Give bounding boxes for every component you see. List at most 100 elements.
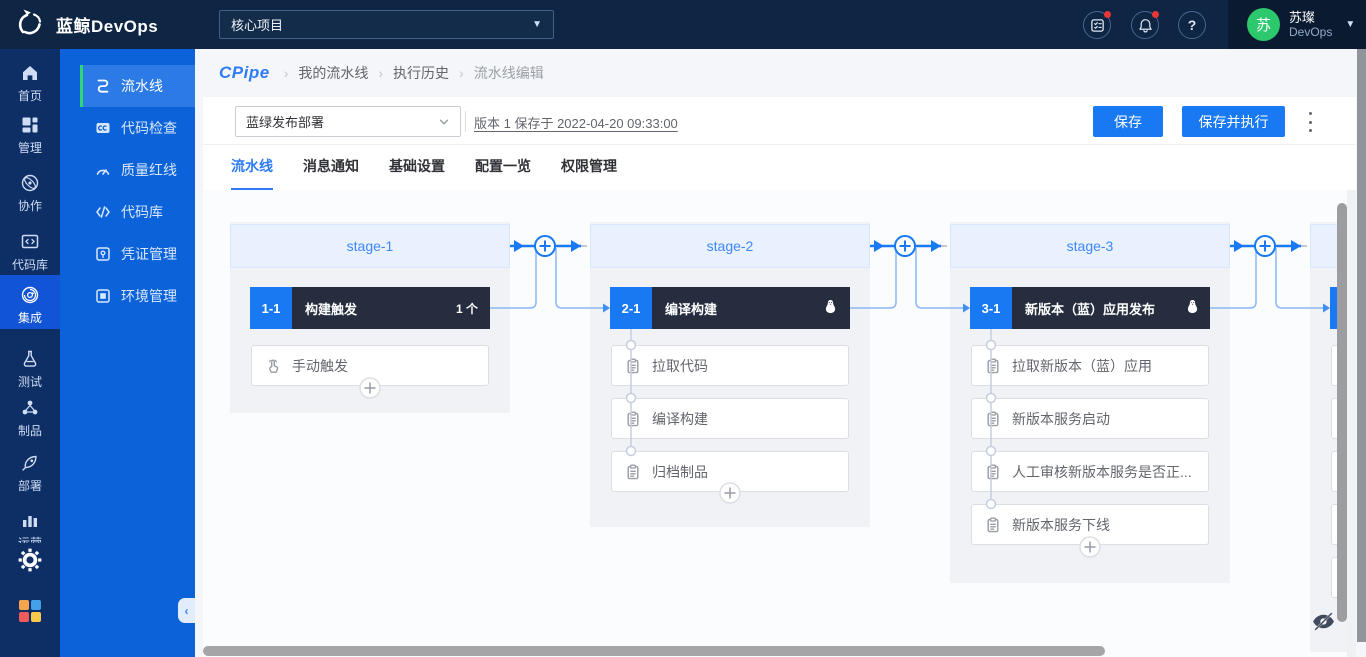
user-name: 苏璨 [1289,10,1316,25]
save-and-run-button[interactable]: 保存并执行 [1182,106,1285,137]
grid-icon [22,117,38,133]
top-bar: 蓝鲸DevOps 核心项目 ▼ ? 苏 苏璨 DevOps ▼ [0,0,1366,49]
help-button[interactable]: ? [1178,11,1206,39]
breadcrumb-separator: › [378,65,384,81]
tasks-notice-button[interactable] [1083,11,1111,39]
nav-artifact[interactable]: 制品 [0,398,60,439]
bell-icon [1138,18,1152,32]
sidebar-item-pipeline[interactable]: 流水线 [80,65,195,107]
clipboard-icon [985,411,1001,427]
canvas-vertical-scrollbar[interactable] [1337,203,1347,622]
linux-icon [823,299,838,317]
toggle-visibility-button[interactable] [1311,609,1336,634]
avatar: 苏 [1247,8,1280,41]
code-window-icon [21,234,39,249]
breadcrumb-item-history[interactable]: 执行历史 [393,65,450,81]
code-brackets-icon [96,206,110,218]
job-badge: 1-1 [250,287,292,329]
canvas-horizontal-scrollbar[interactable] [203,646,1105,656]
breadcrumb-item-pipelines[interactable]: 我的流水线 [298,65,369,81]
sidebar-item-credentials[interactable]: 凭证管理 [60,233,195,275]
whale-logo-icon [14,7,48,42]
stage-header[interactable]: stage-3 [950,224,1230,268]
plugin-card[interactable]: 手动触发 [251,345,489,386]
page-vertical-scrollbar[interactable] [1357,49,1366,642]
job-bar[interactable]: 3-1 新版本（蓝）应用发布 [970,287,1210,329]
rocket-icon [22,455,37,471]
project-selector-value: 核心项目 [231,18,284,33]
divider [465,111,466,132]
stage-header[interactable]: stage-2 [590,224,870,268]
clipboard-icon [625,464,641,480]
tab-config-overview[interactable]: 配置一览 [475,158,531,174]
plugin-card[interactable]: 人工审核新版本服务是否正... [971,451,1209,492]
integration-icon [21,286,39,304]
nav-deploy[interactable]: 部署 [0,453,60,494]
chevron-left-icon: ‹ [184,603,189,618]
stage-container: stage-2 2-1 编译构建 拉取代码 编译构建 归档制品 [590,222,870,527]
clipboard-icon [625,411,641,427]
question-icon: ? [1187,17,1197,33]
tab-bar: 流水线 消息通知 基础设置 配置一览 权限管理 [203,145,1356,190]
breadcrumb-item-edit: 流水线编辑 [473,65,544,81]
tab-notifications[interactable]: 消息通知 [303,158,359,174]
brand[interactable]: 蓝鲸DevOps [14,0,158,49]
nodes-icon [22,400,38,415]
nav-test[interactable]: 测试 [0,349,60,390]
cpipe-logo[interactable]: CPipe [219,63,270,82]
job-name: 新版本（蓝）应用发布 [1025,301,1156,317]
save-button[interactable]: 保存 [1093,106,1163,137]
job-count: 1 个 [455,301,478,316]
more-actions-button[interactable] [1302,110,1318,134]
job-bar[interactable]: 2-1 编译构建 [610,287,850,329]
sidebar-collapse-button[interactable]: ‹ [178,598,195,623]
nav-manage[interactable]: 管理 [0,115,60,156]
gauge-icon [96,169,110,175]
stage-header[interactable]: stage-1 [230,224,510,268]
tab-basic-settings[interactable]: 基础设置 [389,158,445,174]
app-market[interactable] [0,600,60,622]
sidebar-item-code-check[interactable]: 代码检查 [60,107,195,149]
canvas-scrollbar-track [1347,190,1356,657]
credential-icon [96,247,110,261]
pipeline-select[interactable]: 蓝绿发布部署 [235,106,461,137]
breadcrumb-separator: › [283,65,289,81]
nav-integration[interactable]: 集成 [0,275,60,329]
plugin-card[interactable]: 归档制品 [611,451,849,492]
sidebar-item-quality-gate[interactable]: 质量红线 [60,149,195,191]
breadcrumb: CPipe › 我的流水线 › 执行历史 › 流水线编辑 [195,49,1366,97]
nav-repo[interactable]: 代码库 [0,232,60,273]
notifications-button[interactable] [1131,11,1159,39]
sidebar-item-environment[interactable]: 环境管理 [60,275,195,317]
plugin-card[interactable]: 拉取代码 [611,345,849,386]
plugin-card[interactable]: 编译构建 [611,398,849,439]
home-icon [23,66,37,80]
plugin-card[interactable]: 新版本服务下线 [971,504,1209,545]
code-check-icon [96,123,110,133]
plugin-card[interactable]: 新版本服务启动 [971,398,1209,439]
nav-home[interactable]: 首页 [0,63,60,104]
pipeline-canvas[interactable]: stage-1 1-1 构建触发 1 个 手动触发 stage-2 2-1 编译… [203,190,1347,657]
user-menu[interactable]: 苏 苏璨 DevOps ▼ [1228,0,1366,49]
tab-permissions[interactable]: 权限管理 [561,158,617,174]
nav-ops[interactable]: 运营 [0,510,60,543]
clipboard-icon [985,358,1001,374]
settings-gear[interactable] [0,547,60,573]
project-selector[interactable]: 核心项目 ▼ [219,10,554,39]
clipboard-icon [985,464,1001,480]
version-link[interactable]: 版本 1 保存于 2022-04-20 09:33:00 [474,116,678,131]
sidebar-item-repo[interactable]: 代码库 [60,191,195,233]
notification-dot [1104,11,1111,18]
flask-icon [23,350,37,367]
job-name: 构建触发 [305,301,358,317]
stage-container: stage-3 3-1 新版本（蓝）应用发布 拉取新版本（蓝）应用 新版本服务启… [950,222,1230,583]
brand-title: 蓝鲸DevOps [56,17,159,36]
job-name: 编译构建 [665,301,718,317]
eye-off-icon [1313,612,1334,631]
clipboard-icon [625,358,641,374]
plugin-card[interactable]: 拉取新版本（蓝）应用 [971,345,1209,386]
job-bar[interactable]: 1-1 构建触发 1 个 [250,287,490,329]
primary-sidebar: 首页 管理 协作 代码库 集成 测试 制品 部署 运营 [0,49,60,657]
nav-collab[interactable]: 协作 [0,173,60,214]
tab-pipeline[interactable]: 流水线 [231,145,273,190]
